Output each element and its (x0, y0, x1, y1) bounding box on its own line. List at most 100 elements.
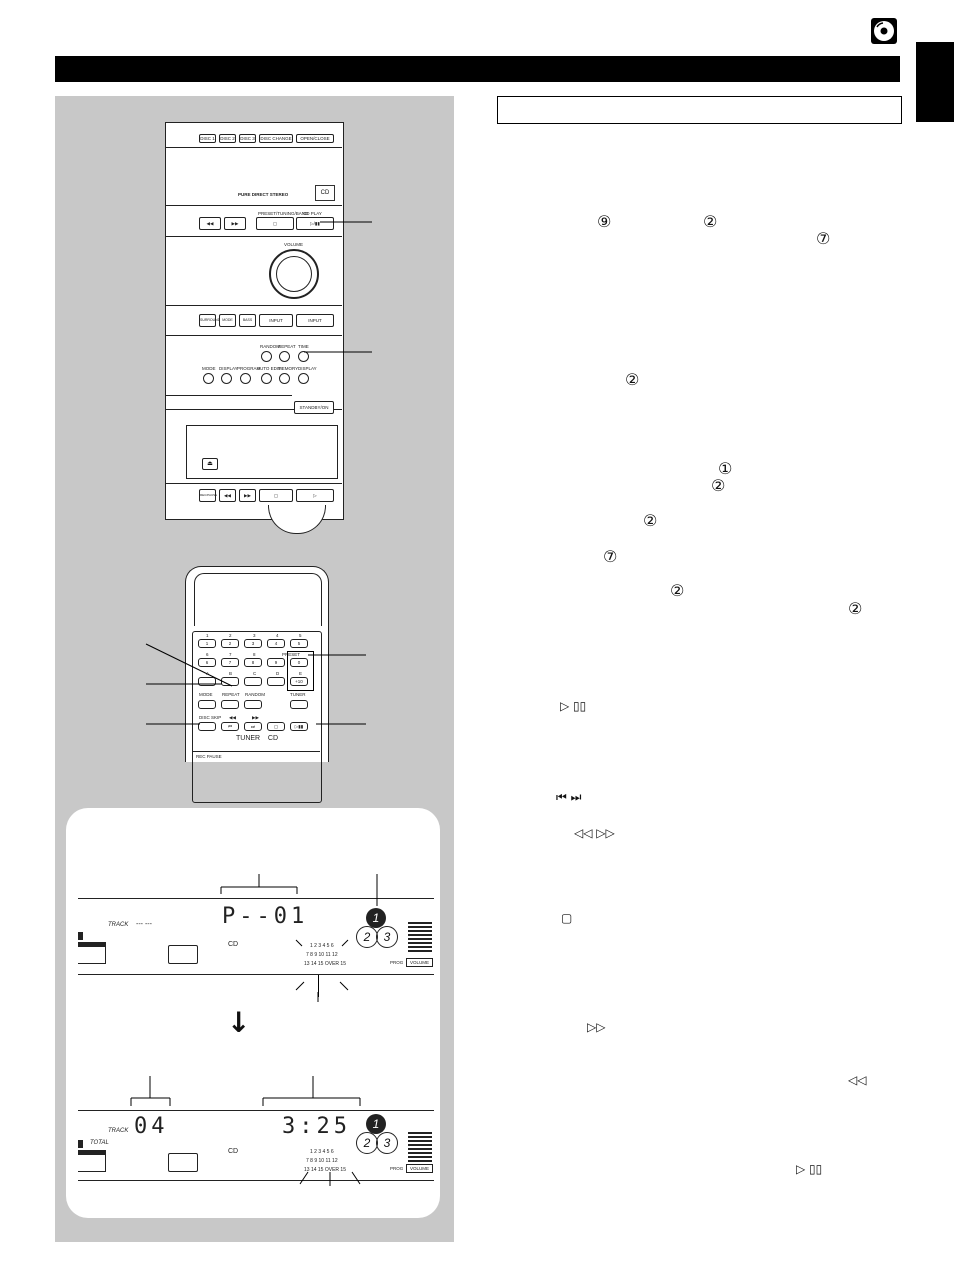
disc-1-button[interactable]: DISC 1 (199, 134, 216, 143)
remote-random-button[interactable] (244, 700, 262, 709)
marker-2c: ② (711, 476, 726, 495)
marker-9: ⑨ (597, 212, 612, 231)
display-top: TRACK --- --- P--01 CD 1 2 3 4 5 6 7 8 9… (78, 870, 438, 1002)
remote-disc-skip-button[interactable] (198, 722, 216, 731)
remote-key-plus10[interactable]: +10 (290, 677, 308, 686)
remote-tuner-button[interactable] (290, 700, 308, 709)
top-disc-1: 1 (366, 908, 386, 928)
remote-key-d[interactable] (267, 677, 285, 686)
bottom-mode-box (78, 1150, 106, 1172)
section-title-box (497, 96, 902, 124)
fp-program-button[interactable] (240, 373, 251, 384)
remote-keypad-frame (192, 631, 322, 803)
bottom-tape-icon (168, 1153, 198, 1172)
remote-control: 1 2 3 4 5 1 2 3 4 5 6 7 8 PRESET 6 7 8 9… (185, 566, 329, 803)
rec-pause-button[interactable]: REC/PAUSE (199, 489, 217, 502)
remote-key-0[interactable]: 0 (290, 658, 308, 667)
top-volume-box: VOLUME (406, 958, 433, 967)
input-right-button[interactable]: INPUT (296, 314, 334, 327)
skip-back-button[interactable]: ◀◀ (199, 217, 221, 230)
eject-icon[interactable]: ⏏ (202, 458, 218, 470)
top-mode-box (78, 942, 106, 964)
cd-logo: CD (315, 185, 335, 201)
remote-key-8[interactable]: 8 (244, 658, 262, 667)
remote-key-c[interactable] (244, 677, 262, 686)
remote-skip-back-button[interactable]: ⏮ (221, 722, 239, 731)
remote-mode-button[interactable] (198, 700, 216, 709)
remote-key-7[interactable]: 7 (221, 658, 239, 667)
marker-2d: ② (643, 511, 658, 530)
bottom-disc-3: 3 (376, 1132, 398, 1154)
top-tape-icon (168, 945, 198, 964)
header-bar (55, 56, 900, 82)
remote-stop-button[interactable]: ▢ (267, 722, 285, 731)
standby-on-button[interactable]: STANDBY/ON (294, 401, 334, 414)
fp-display-button[interactable] (221, 373, 232, 384)
remote-key-a[interactable] (198, 677, 216, 686)
open-close-button[interactable]: OPEN/CLOSE (296, 134, 334, 143)
marker-2e: ② (670, 581, 685, 600)
bottom-time-readout: 3:25 (282, 1114, 351, 1139)
disc-3-button[interactable]: DISC 3 (239, 134, 256, 143)
remote-key-2[interactable]: 2 (221, 639, 239, 648)
remote-callouts (145, 643, 366, 725)
remote-repeat-button[interactable] (221, 700, 239, 709)
disc-icon (871, 18, 897, 44)
repeat-button[interactable] (279, 351, 290, 362)
play-pause-button[interactable]: ▷/▮▮ (296, 217, 334, 230)
deck-play-button[interactable]: ▷ (296, 489, 334, 502)
top-level-meter (408, 922, 432, 952)
remote-key-6[interactable]: 6 (198, 658, 216, 667)
volume-knob[interactable] (269, 249, 319, 299)
marker-7b: ⑦ (603, 547, 618, 566)
stop-icon: ▢ (561, 911, 573, 925)
deck-stop-button[interactable]: ▢ (259, 489, 293, 502)
remote-key-9[interactable]: 9 (267, 658, 285, 667)
deck-ff-button[interactable]: ▶▶ (239, 489, 256, 502)
bottom-callout-lines (130, 1076, 361, 1106)
marker-2b: ② (625, 370, 640, 389)
remote-key-5[interactable]: 5 (290, 639, 308, 648)
fp-auto-edit-button[interactable] (261, 373, 272, 384)
remote-play-pause-button[interactable]: ▷▮▮ (290, 722, 308, 731)
top-blink-rays (295, 939, 349, 1002)
play-pause-icon: ▷ ▯▯ (560, 699, 587, 713)
bottom-volume-box: VOLUME (406, 1164, 433, 1173)
bottom-level-meter (408, 1132, 432, 1162)
bottom-track-readout: 04 (134, 1114, 169, 1139)
fp-display2-button[interactable] (298, 373, 309, 384)
top-disc-2: 2 (356, 926, 378, 948)
fp-memory-button[interactable] (279, 373, 290, 384)
bottom-disc-2: 2 (356, 1132, 378, 1154)
search-icon: ◁◁ ▷▷ (574, 826, 615, 840)
disc-2-button[interactable]: DISC 2 (219, 134, 236, 143)
marker-2f: ② (848, 599, 863, 618)
skip-icon: ⏮ ⏭ (556, 790, 582, 804)
remote-key-4[interactable]: 4 (267, 639, 285, 648)
disc-change-button[interactable]: DISC CHANGE (259, 134, 293, 143)
marker-2a: ② (703, 212, 718, 231)
remote-key-1[interactable]: 1 (198, 639, 216, 648)
deck-rewind-button[interactable]: ◀◀ (219, 489, 236, 502)
back-icon: ◁◁ (848, 1073, 867, 1087)
preset-highlight-box (287, 651, 314, 691)
top-disc-3: 3 (376, 926, 398, 948)
cassette-door (186, 425, 338, 479)
play-pause-icon-2: ▷ ▯▯ (796, 1162, 823, 1176)
input-left-button[interactable]: INPUT (259, 314, 293, 327)
surround-button[interactable]: SURROUND (199, 314, 220, 327)
remote-skip-forward-button[interactable]: ⏭ (244, 722, 262, 731)
marker-7a: ⑦ (816, 229, 831, 248)
time-button[interactable] (298, 351, 309, 362)
remote-key-3[interactable]: 3 (244, 639, 262, 648)
random-button[interactable] (261, 351, 272, 362)
bass-button[interactable]: BASS (239, 314, 256, 327)
mode-button[interactable]: MODE (219, 314, 236, 327)
top-program-readout: P--01 (222, 904, 309, 929)
skip-forward-button[interactable]: ▶▶ (224, 217, 246, 230)
front-panel-callouts (304, 221, 372, 353)
top-callout-lines (220, 874, 378, 906)
stereo-front-panel: DISC 1 DISC 2 DISC 3 DISC CHANGE OPEN/CL… (165, 122, 344, 520)
fp-mode-button[interactable] (203, 373, 214, 384)
stop-button[interactable]: ▢ (256, 217, 294, 230)
